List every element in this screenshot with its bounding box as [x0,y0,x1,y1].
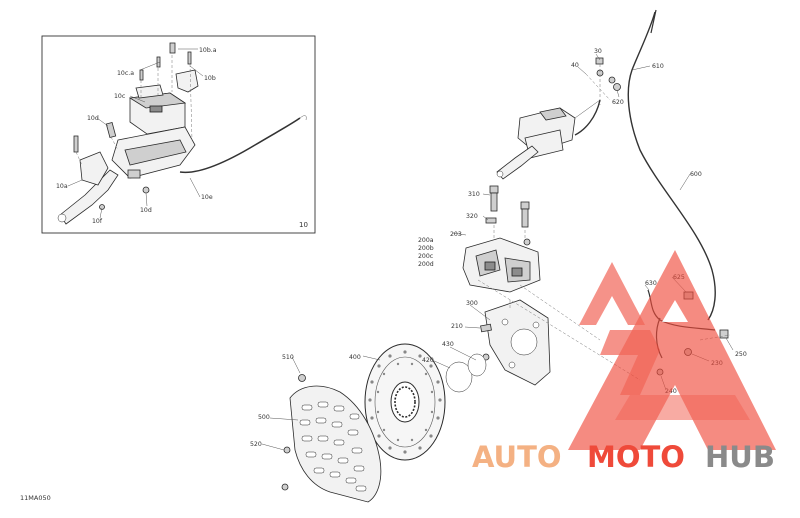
label-250: 250 [735,351,747,358]
inset-lever [59,169,119,225]
label-610: 610 [652,63,664,70]
inset-bolts [139,42,192,81]
inset-label-10d-top: 10d [87,115,99,122]
watermark-auto: AUTO [472,440,562,474]
disc-guard [281,374,382,503]
label-520: 520 [250,441,262,448]
label-620: 620 [612,99,624,106]
inset-number: 10 [299,221,308,229]
watermark-hub: HUB [705,440,775,474]
master-cylinder-assembly [496,99,601,180]
label-320: 320 [466,213,478,220]
label-200d: 200d [418,261,434,268]
diagram-code: 11MA050 [20,494,51,502]
inset-label-10e: 10e [201,194,213,201]
inset-label-10d-bottom: 10d [140,207,152,214]
inset-reservoir [128,84,187,135]
label-310: 310 [468,191,480,198]
label-630: 630 [645,280,657,287]
label-200a: 200a [418,237,434,244]
label-510: 510 [282,354,294,361]
inset-brake-hose [179,117,301,174]
inset-label-10b-a: 10b.a [199,47,217,54]
inset-panel: 10b.a 10c.a 10b 10c 10d 10a 10f 10d 10e … [41,35,316,234]
banjo-fitting [574,57,621,136]
brake-hose [627,11,716,321]
watermark-moto: MOTO [587,440,685,474]
label-300: 300 [466,300,478,307]
label-210: 210 [451,323,463,330]
label-400: 400 [349,354,361,361]
label-30: 30 [594,48,602,55]
label-200b: 200b [418,245,434,252]
caliper-bolts [485,185,531,248]
label-40: 40 [571,62,579,69]
label-600: 600 [690,171,702,178]
label-500: 500 [258,414,270,421]
automotohub-watermark [568,250,776,450]
seal-ring-420 [445,361,473,393]
brake-caliper [462,237,541,293]
inset-label-10c: 10c [114,93,126,100]
inset-label-10f: 10f [92,218,103,225]
inset-label-10a: 10a [56,183,68,190]
seal-ring-430 [467,353,487,377]
automotohub-wordmark: AUTO MOTO HUB [472,440,775,474]
label-200c: 200c [418,253,434,260]
label-203: 203 [450,231,462,238]
inset-clamp [175,69,199,93]
brake-disc [364,343,446,461]
inset-label-10c-a: 10c.a [117,70,134,77]
caliper-bracket [480,299,551,386]
inset-label-10b: 10b [204,75,216,82]
label-430: 430 [442,341,454,348]
label-420: 420 [422,357,434,364]
